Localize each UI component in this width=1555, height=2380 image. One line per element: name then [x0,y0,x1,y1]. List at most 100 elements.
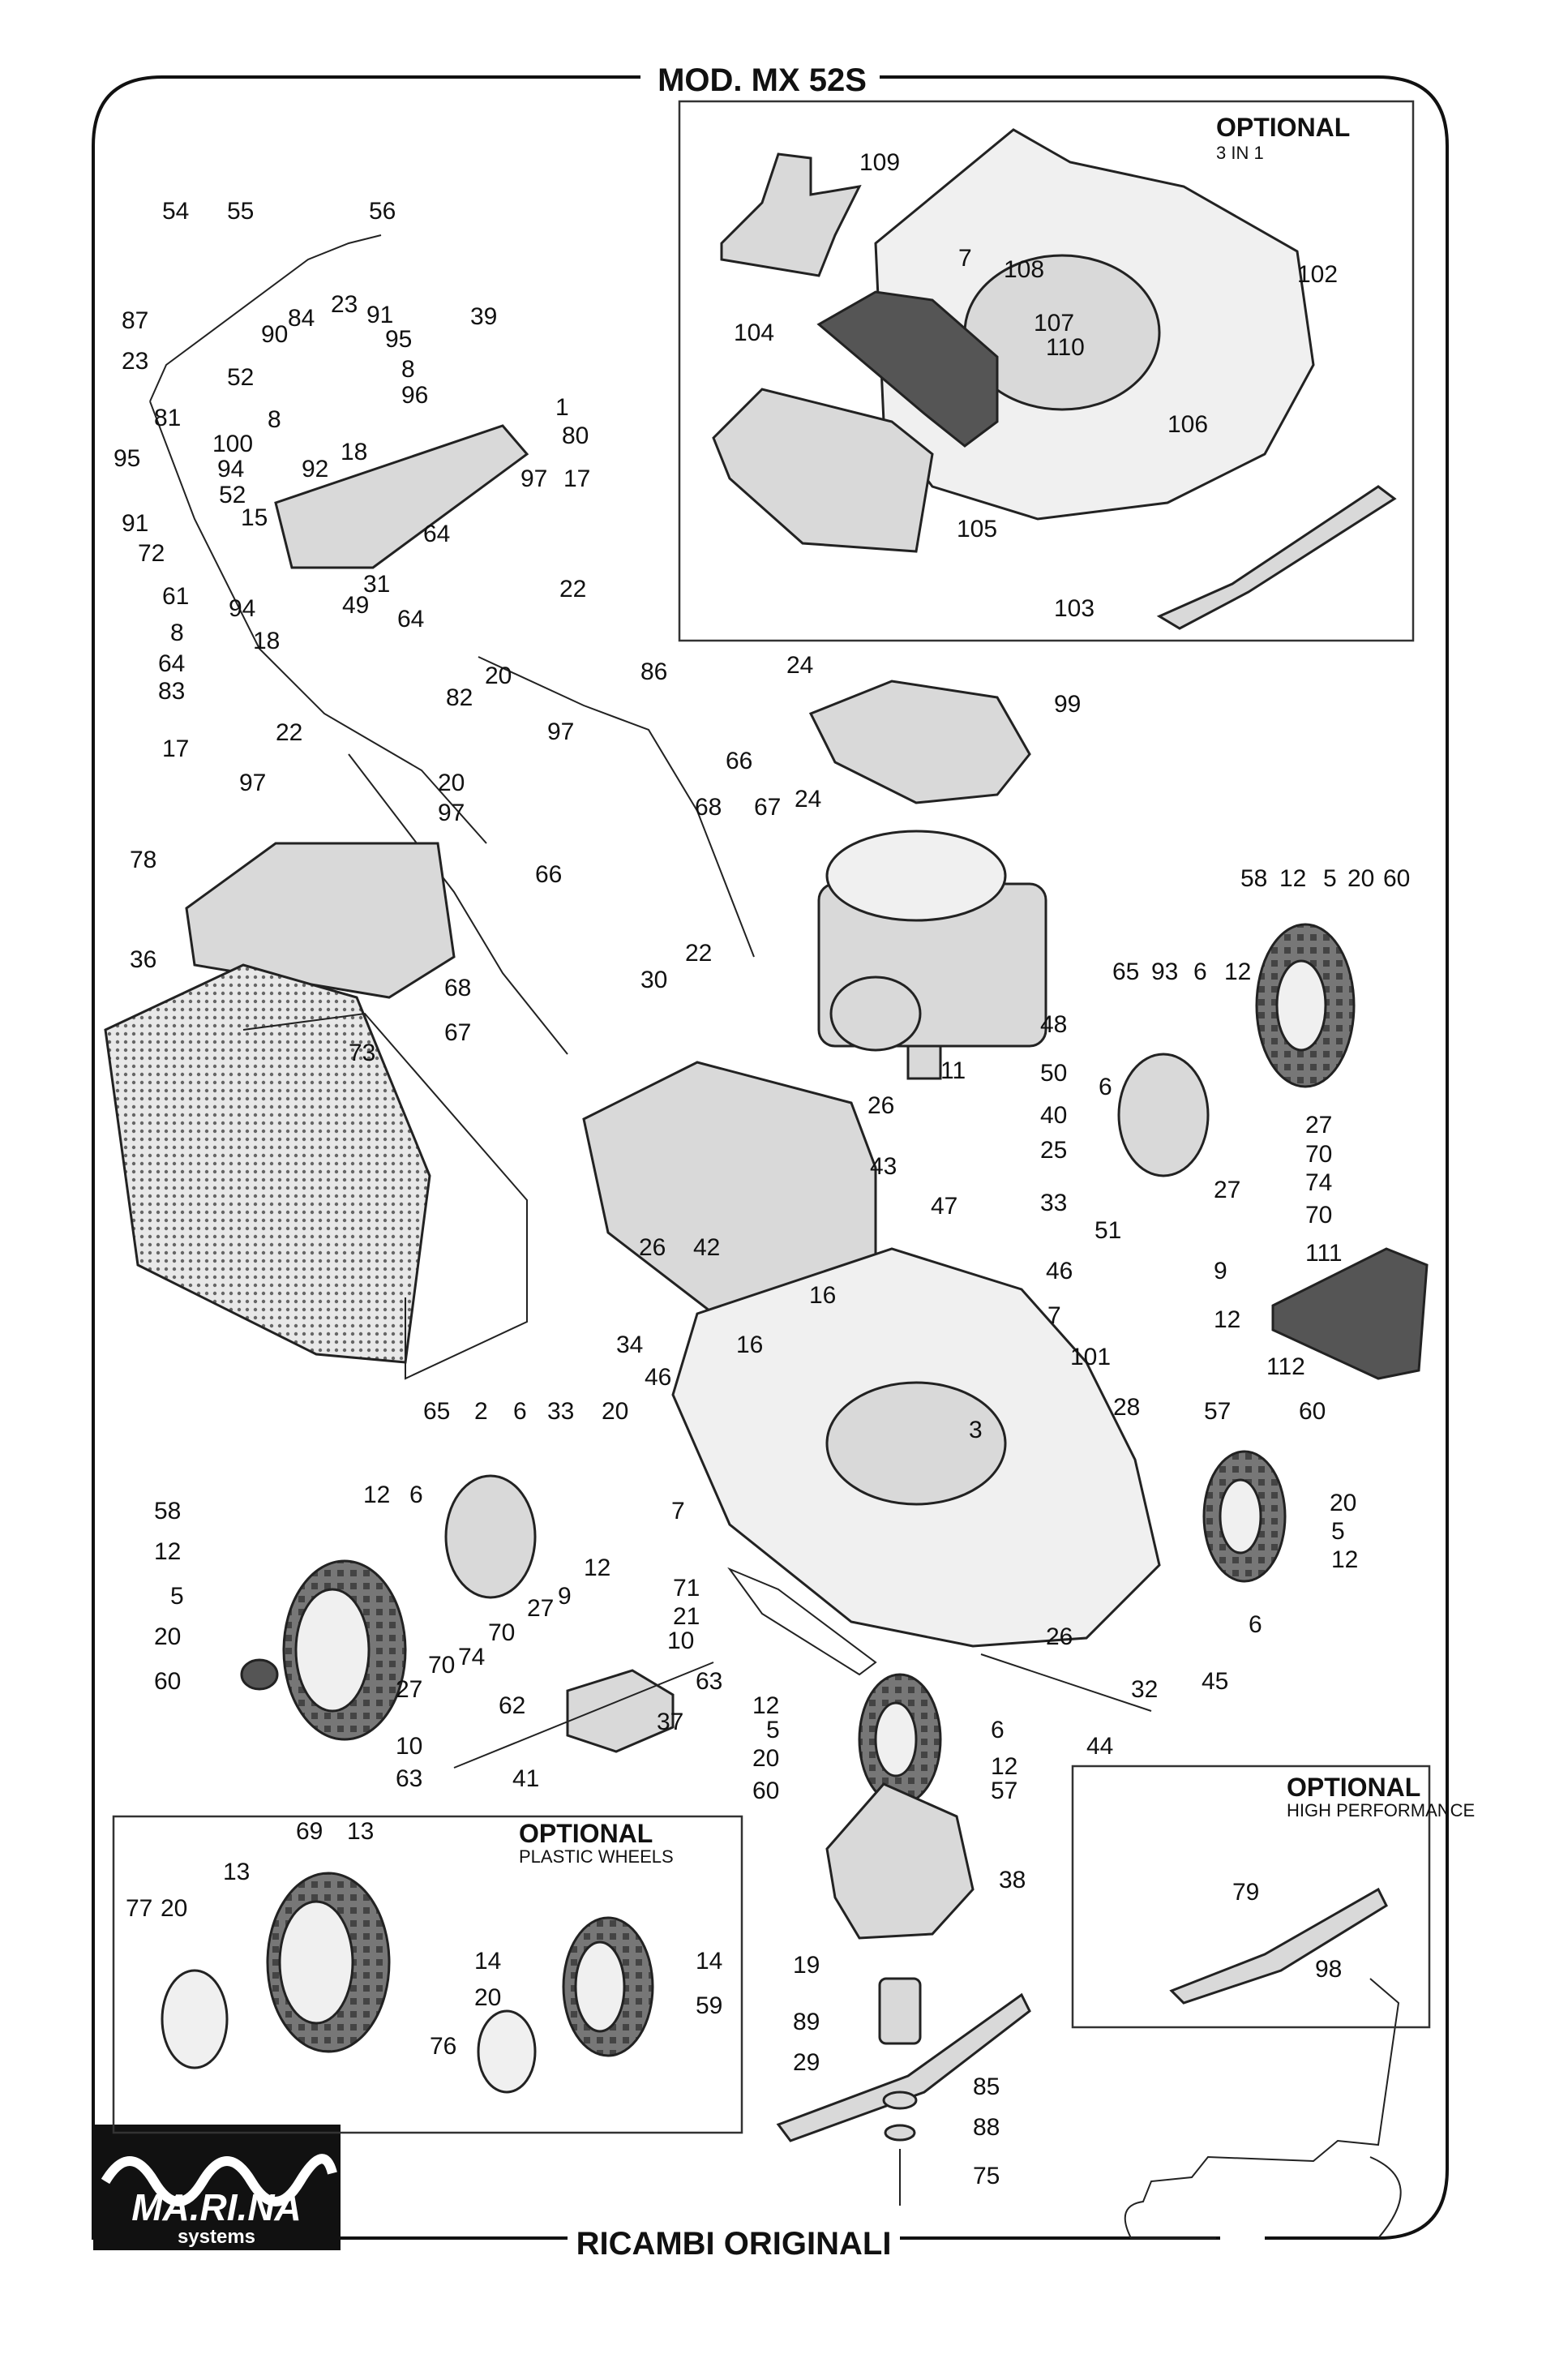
callout-6e: 6 [1249,1611,1262,1638]
callout-91a: 91 [366,302,393,328]
callout-88: 88 [973,2114,1000,2141]
callout-27c: 27 [527,1595,554,1622]
callout-12e: 12 [154,1538,181,1565]
optional-3in1-title: OPTIONAL [1216,113,1350,142]
optional-pw-title: OPTIONAL [519,1819,653,1848]
callout-33a: 33 [1040,1190,1067,1216]
handle-left-bar [149,401,487,844]
handle-upper [149,234,382,402]
optional-3in1-subtitle: 3 IN 1 [1216,143,1264,163]
rear-flap-30 [582,1061,877,1315]
axle-front-32 [980,1653,1152,1712]
callout-13b: 13 [223,1859,250,1885]
callout-63a: 63 [696,1668,722,1695]
callout-27a: 27 [1305,1112,1332,1139]
callout-7: 7 [958,245,972,272]
callout-94b: 94 [229,595,255,622]
callout-96: 96 [401,382,428,409]
callout-16b: 16 [736,1332,763,1358]
callout-30: 30 [640,967,667,993]
callout-12g: 12 [1331,1546,1358,1573]
callout-63b: 63 [396,1765,422,1792]
callout-107: 107 [1034,310,1074,337]
callout-37: 37 [657,1709,683,1735]
callout-28: 28 [1113,1394,1140,1421]
callout-2: 2 [474,1398,488,1425]
callout-51: 51 [1094,1217,1121,1244]
callout-56: 56 [369,198,396,225]
callout-25: 25 [1040,1137,1067,1164]
callout-58b: 58 [154,1498,181,1524]
callout-18b: 18 [253,628,280,654]
callout-42: 42 [693,1234,720,1261]
callout-44: 44 [1086,1733,1113,1760]
callout-22c: 22 [685,940,712,967]
callout-17a: 17 [563,465,590,492]
rear-wheel-cap-60 [240,1658,279,1691]
callout-93: 93 [1151,958,1178,985]
callout-41: 41 [512,1765,539,1792]
callout-23a: 23 [122,348,148,375]
callout-1: 1 [555,394,569,421]
callout-100: 100 [212,431,253,457]
callout-97b: 97 [547,718,574,745]
callout-80: 80 [562,422,589,449]
grass-bag-36 [104,963,431,1364]
callout-74b: 74 [458,1644,485,1670]
callout-97a: 97 [520,465,547,492]
callout-97d: 97 [438,800,465,826]
callout-109: 109 [859,149,900,176]
callout-20c: 20 [1347,865,1374,892]
callout-66a: 66 [726,748,752,774]
callout-95a: 95 [385,326,412,353]
callout-19: 19 [793,1952,820,1979]
callout-47: 47 [931,1193,957,1220]
callout-70a: 70 [1305,1141,1332,1168]
callout-106: 106 [1167,411,1208,438]
gearbox-37 [566,1669,675,1753]
callout-12d: 12 [363,1482,390,1508]
footer-title: RICAMBI ORIGINALI [576,2226,892,2262]
callout-111: 111 [1305,1240,1343,1267]
callout-33b: 33 [547,1398,574,1425]
callout-32: 32 [1131,1676,1158,1703]
callout-50: 50 [1040,1060,1067,1087]
callout-20h: 20 [161,1895,187,1922]
callout-8c: 8 [170,620,184,646]
plastic-wheel-69 [266,1872,391,2053]
callout-20e: 20 [1330,1490,1356,1516]
logo-sub: systems [178,2226,255,2248]
callout-68a: 68 [695,794,722,821]
handle-lower-right [478,656,755,958]
callout-26a: 26 [867,1092,894,1119]
callout-104: 104 [734,319,774,346]
callout-79: 79 [1232,1879,1259,1906]
callout-112: 112 [1266,1353,1305,1380]
callout-76: 76 [430,2033,456,2060]
callout-68b: 68 [444,975,471,1001]
callout-52b: 52 [219,482,246,508]
callout-36: 36 [130,946,156,973]
callout-14a: 14 [474,1948,501,1975]
callout-6d: 6 [409,1482,423,1508]
callout-77: 77 [126,1895,152,1922]
callout-9b: 9 [558,1583,572,1610]
callout-83: 83 [158,678,185,705]
callout-89: 89 [793,2009,820,2035]
mower-silhouette [1124,1978,1402,2239]
callout-29: 29 [793,2049,820,2076]
callout-10a: 10 [667,1627,694,1654]
callout-95b: 95 [114,445,140,472]
callout-27b: 27 [1214,1177,1240,1203]
callout-99: 99 [1054,691,1081,718]
callout-5a: 5 [1323,865,1337,892]
wheel-cap-77 [161,1969,229,2069]
callout-72: 72 [138,540,165,567]
callout-54: 54 [162,198,189,225]
callout-46a: 46 [1046,1258,1073,1284]
callout-6f: 6 [991,1717,1005,1743]
callout-22a: 22 [559,576,586,603]
optional-hp-title: OPTIONAL [1287,1773,1420,1802]
callout-12a: 12 [1279,865,1306,892]
callout-103: 103 [1054,595,1094,622]
